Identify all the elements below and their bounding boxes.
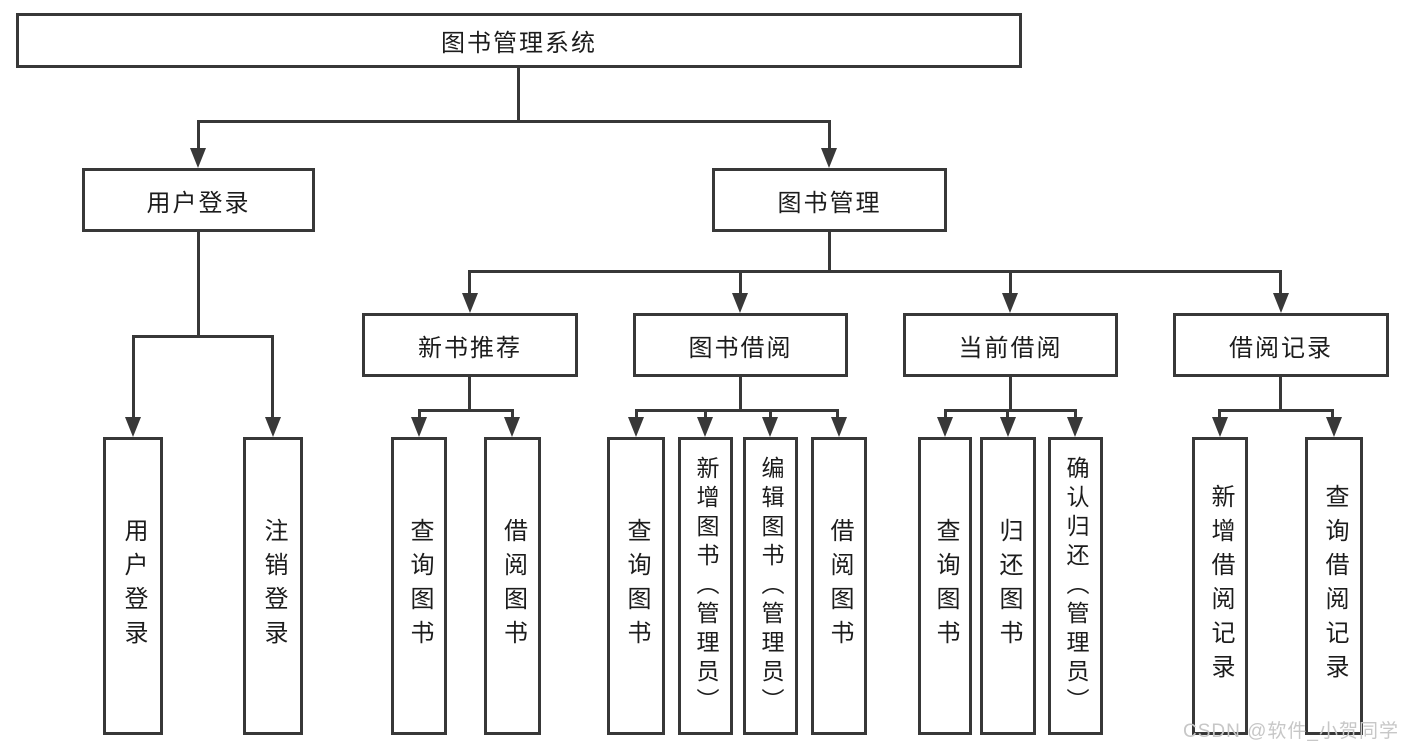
leaf-confirm-return-admin: 确认归还（管理员） (1048, 437, 1103, 735)
connector-drop (836, 409, 839, 419)
connector-drop (1218, 409, 1221, 419)
connector-drop (944, 409, 947, 419)
arrow-down-icon (1273, 293, 1289, 313)
connector-user-login-rail (132, 335, 274, 338)
arrow-down-icon (831, 417, 847, 437)
leaf-label: 新增借阅记录 (1207, 484, 1234, 688)
arrow-down-icon (504, 417, 520, 437)
connector-drop (704, 409, 707, 419)
connector-borrow-records-stub (1279, 375, 1282, 412)
connector-drop-user-login (197, 120, 200, 150)
connector-drop (1331, 409, 1334, 419)
leaf-label: 确认归还（管理员） (1063, 455, 1089, 717)
leaf-query-books: 查询图书 (918, 437, 972, 735)
arrow-down-icon (821, 148, 837, 168)
connector-root-rail (197, 120, 831, 123)
leaf-query-books: 查询图书 (607, 437, 665, 735)
arrow-down-icon (411, 417, 427, 437)
node-user-login: 用户登录 (82, 168, 315, 232)
connector-root-stub (517, 66, 520, 123)
connector-drop (1006, 409, 1009, 419)
connector-new-book-stub (468, 375, 471, 412)
leaf-label: 用户登录 (120, 518, 147, 654)
node-book-management: 图书管理 (712, 168, 947, 232)
leaf-label: 借阅图书 (826, 518, 853, 654)
leaf-user-login: 用户登录 (103, 437, 163, 735)
node-book-borrow: 图书借阅 (633, 313, 848, 377)
node-current-borrow: 当前借阅 (903, 313, 1118, 377)
connector-drop (769, 409, 772, 419)
arrow-down-icon (1212, 417, 1228, 437)
arrow-down-icon (1326, 417, 1342, 437)
connector-drop-book-borrow (739, 270, 742, 295)
leaf-return-books: 归还图书 (980, 437, 1036, 735)
arrow-down-icon (125, 417, 141, 437)
leaf-query-borrow-record: 查询借阅记录 (1305, 437, 1363, 735)
leaf-label: 查询图书 (932, 518, 959, 654)
arrow-down-icon (1067, 417, 1083, 437)
connector-drop (635, 409, 638, 419)
leaf-label: 查询借阅记录 (1321, 484, 1348, 688)
arrow-down-icon (265, 417, 281, 437)
connector-drop-new-book (468, 270, 471, 295)
arrow-down-icon (762, 417, 778, 437)
leaf-label: 编辑图书（管理员） (758, 455, 784, 717)
arrow-down-icon (697, 417, 713, 437)
connector-current-borrow-rail (944, 409, 1076, 412)
arrow-down-icon (732, 293, 748, 313)
connector-book-borrow-rail (635, 409, 839, 412)
connector-drop-book-management (828, 120, 831, 150)
arrow-down-icon (1000, 417, 1016, 437)
connector-drop (511, 409, 514, 419)
connector-drop-current-borrow (1009, 270, 1012, 295)
connector-book-management-stub (828, 230, 831, 273)
leaf-logout: 注销登录 (243, 437, 303, 735)
connector-user-login-stub (197, 230, 200, 338)
arrow-down-icon (937, 417, 953, 437)
connector-drop (1074, 409, 1077, 419)
connector-drop-logout (271, 335, 274, 419)
arrow-down-icon (462, 293, 478, 313)
connector-drop (418, 409, 421, 419)
csdn-watermark: CSDN @软件_小贺同学 (1183, 721, 1399, 742)
connector-borrow-records-rail (1218, 409, 1334, 412)
connector-drop-login (132, 335, 135, 419)
leaf-edit-book-admin: 编辑图书（管理员） (743, 437, 798, 735)
connector-book-borrow-stub (739, 375, 742, 412)
arrow-down-icon (190, 148, 206, 168)
leaf-label: 注销登录 (260, 518, 287, 654)
node-borrow-records: 借阅记录 (1173, 313, 1389, 377)
leaf-borrow-books: 借阅图书 (811, 437, 867, 735)
leaf-label: 归还图书 (995, 518, 1022, 654)
connector-new-book-rail (418, 409, 513, 412)
node-root: 图书管理系统 (16, 13, 1022, 68)
node-new-book-recommend: 新书推荐 (362, 313, 578, 377)
leaf-label: 新增图书（管理员） (693, 455, 719, 717)
arrow-down-icon (628, 417, 644, 437)
leaf-add-book-admin: 新增图书（管理员） (678, 437, 733, 735)
leaf-label: 查询图书 (406, 518, 433, 654)
leaf-label: 查询图书 (623, 518, 650, 654)
leaf-borrow-books: 借阅图书 (484, 437, 541, 735)
connector-current-borrow-stub (1009, 375, 1012, 412)
leaf-label: 借阅图书 (499, 518, 527, 654)
leaf-add-borrow-record: 新增借阅记录 (1192, 437, 1248, 735)
connector-drop-borrow-records (1279, 270, 1282, 295)
arrow-down-icon (1002, 293, 1018, 313)
leaf-query-books: 查询图书 (391, 437, 447, 735)
connector-book-management-rail (468, 270, 1282, 273)
